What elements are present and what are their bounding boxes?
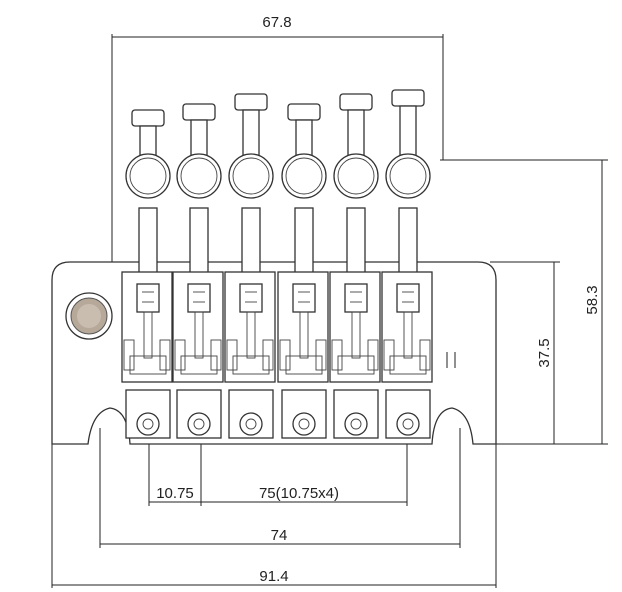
screw-hex-socket [245,418,257,430]
saddle-block [239,283,263,313]
post-spacing-label: 74 [271,527,288,544]
saddle-screw [187,412,211,436]
string-lock-ring [281,153,327,199]
screw-hex-socket [142,418,154,430]
fine-tuner-head [131,109,165,127]
saddle-block [187,283,211,313]
dim-top-width: 67.8 [111,14,444,270]
saddle-block [292,283,316,313]
saddle-assembly [224,93,276,439]
pivot-stud [65,292,113,340]
screw-hex-socket [350,418,362,430]
string-lock-ring [176,153,222,199]
saddle-block [396,283,420,313]
saddle-post [398,207,418,279]
string-lock-ring [333,153,379,199]
screw-hex-socket [193,418,205,430]
fine-tuner-head [391,89,425,107]
saddle-assembly [381,89,433,439]
fine-tuner-head [234,93,268,111]
saddle-post [241,207,261,279]
saddle-post [189,207,209,279]
fine-tuner-shaft [347,109,365,159]
saddle-assembly [172,103,224,439]
fine-tuner-shaft [242,109,260,159]
dim-right-outer: 58.3 [440,159,608,445]
saddle-screw [292,412,316,436]
saddle-assembly [277,103,329,439]
string-lock-ring [228,153,274,199]
fine-tuner-shaft [139,125,157,159]
fine-tuner-head [287,103,321,121]
saddle-post [138,207,158,279]
saddle-block [136,283,160,313]
right-outer-label: 58.3 [584,285,601,314]
fine-tuner-shaft [190,119,208,159]
spacing-single-label: 10.75 [156,485,194,502]
top-width-label: 67.8 [262,14,291,31]
fine-tuner-head [339,93,373,111]
saddle-group [121,89,456,439]
dim-right-inner: 37.5 [490,261,560,444]
fine-tuner-shaft [295,119,313,159]
saddle-assembly [329,93,381,439]
fine-tuner-head [182,103,216,121]
screw-hex-socket [402,418,414,430]
string-lock-ring [125,153,171,199]
string-lock-ring [385,153,431,199]
saddle-screw [239,412,263,436]
dim-overall-width: 91.4 [51,444,497,588]
saddle-screw [136,412,160,436]
dim-post-spacing: 74 [99,428,461,548]
saddle-post [346,207,366,279]
spacing-total-label: 75(10.75x4) [259,485,339,502]
saddle-block [344,283,368,313]
screw-hex-socket [298,418,310,430]
dim-spacing: 10.75 75(10.75x4) [148,430,408,506]
saddle-screw [344,412,368,436]
overall-width-label: 91.4 [259,568,288,585]
saddle-screw [396,412,420,436]
fine-tuner-shaft [399,105,417,159]
saddle-post [294,207,314,279]
right-inner-label: 37.5 [536,338,553,367]
saddle-assembly [121,109,173,439]
